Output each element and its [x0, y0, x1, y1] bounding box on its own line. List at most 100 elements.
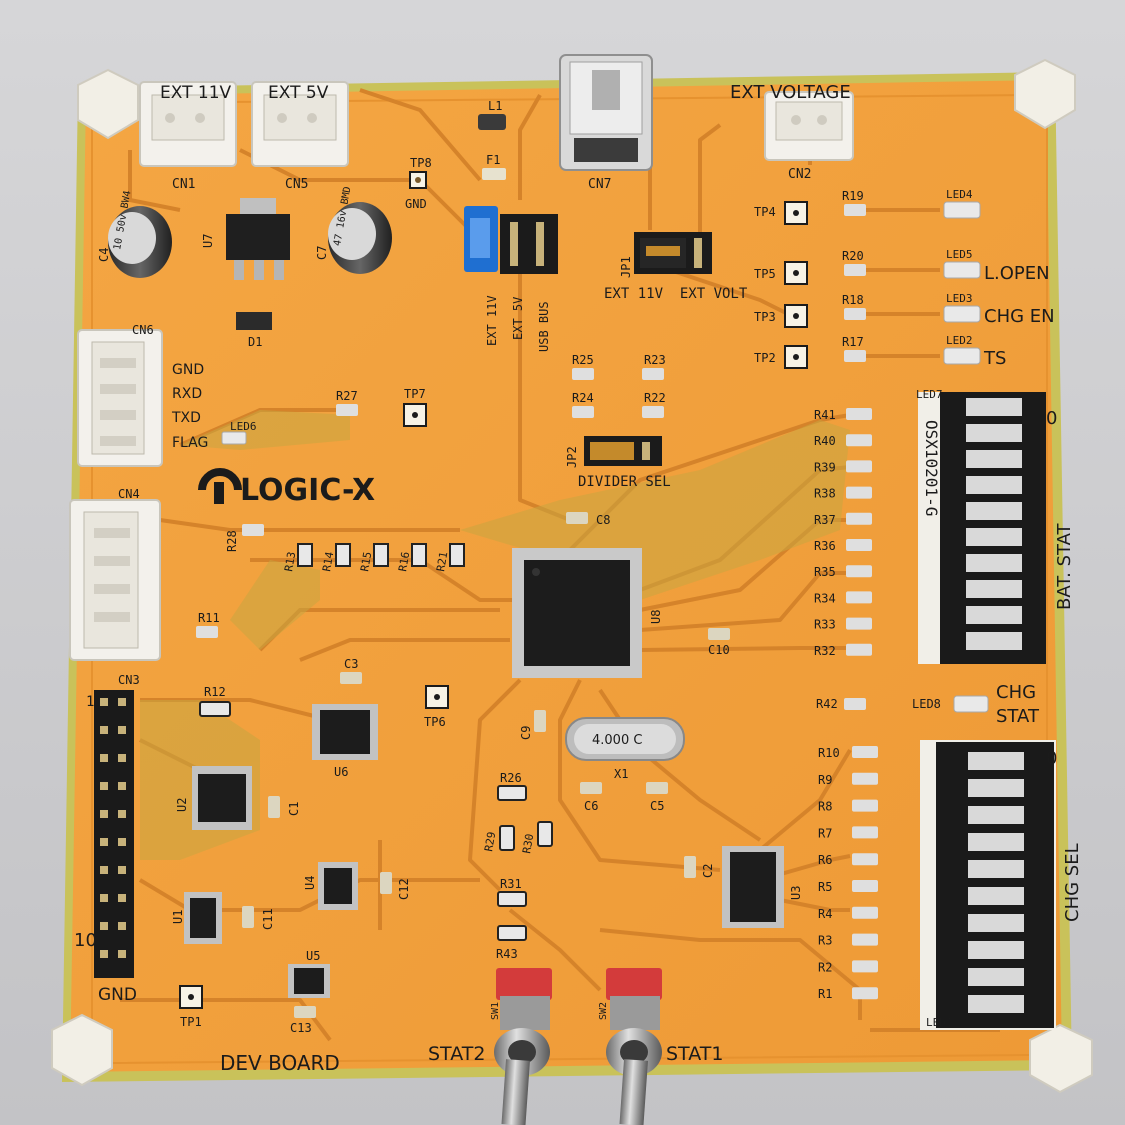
bargraph-bottom-segment	[968, 860, 1024, 878]
bargraph-bottom-resistor-label: R2	[818, 960, 832, 974]
bargraph-top-resistor	[846, 565, 872, 578]
toggle-switch-sw1[interactable]	[494, 968, 552, 1125]
bargraph-top-resistor-label: R37	[814, 513, 836, 527]
bargraph-top-resistor	[846, 591, 872, 604]
bargraph-top-resistor-label: R39	[814, 460, 836, 474]
cn1-label: CN1	[172, 177, 195, 192]
c1-label: C1	[287, 802, 301, 816]
inductor-l1	[478, 114, 506, 130]
r22-label: R22	[644, 391, 666, 405]
c3-label: C3	[344, 657, 358, 671]
toggle-switch-sw2[interactable]	[606, 968, 662, 1125]
resistor-r28	[242, 524, 264, 536]
connector-cn5[interactable]	[251, 81, 349, 167]
c8-label: C8	[596, 513, 610, 527]
ext11v-vertical: EXT 11V	[485, 295, 499, 346]
led6-label: LED6	[230, 420, 257, 433]
logo-text: LOGIC-X	[240, 473, 375, 508]
bargraph-top-segment	[966, 632, 1022, 650]
bargraph-bottom-resistor-label: R9	[818, 773, 832, 787]
r31-label: R31	[500, 877, 522, 891]
cn3-pin1-label: 1	[86, 694, 94, 710]
usbbus-vertical: USB BUS	[537, 301, 551, 352]
ic-u3	[722, 846, 784, 928]
connector-cn6[interactable]	[77, 329, 163, 467]
jumper-jp2[interactable]	[584, 436, 662, 466]
led2-label: LED2	[946, 334, 973, 347]
capacitor-c2	[684, 856, 696, 878]
chg-stat-label-1: CHG	[996, 682, 1036, 703]
bargraph-top-segment	[966, 450, 1022, 468]
diode-d1	[236, 312, 272, 330]
standoffs	[51, 58, 1093, 1094]
ext5v-vertical: EXT 5V	[511, 297, 525, 340]
bargraph-bottom-resistor	[852, 987, 878, 1000]
jumper-jp1[interactable]	[634, 232, 712, 274]
bargraph-top-resistor-label: R33	[814, 618, 836, 632]
r26-label: R26	[500, 771, 522, 785]
bargraph-top-resistor-label: R41	[814, 408, 836, 422]
resistor-r12	[199, 701, 231, 717]
bargraph-top-resistor-label: R36	[814, 539, 836, 553]
pin-header-cn3[interactable]	[94, 690, 134, 978]
u8-label: U8	[649, 610, 663, 624]
sw1-label: SW1	[490, 1002, 501, 1020]
c4-label: C4	[97, 248, 111, 262]
u3-label: U3	[789, 886, 803, 900]
bargraph-bottom-resistor-label: R10	[818, 746, 840, 760]
capacitor-c13	[294, 1006, 316, 1018]
r11-label: R11	[198, 611, 220, 625]
crystal-x1: 4.000 C	[565, 717, 685, 761]
chg-stat-label-2: STAT	[996, 706, 1040, 727]
ic-u5	[288, 964, 330, 998]
c13-label: C13	[290, 1021, 312, 1035]
capacitor-c7: 47 16v BMD	[328, 186, 392, 274]
l1-label: L1	[488, 99, 502, 113]
bargraph-bottom-resistor	[852, 826, 878, 839]
crystal-marking: 4.000 C	[592, 733, 642, 748]
r42-label: R42	[816, 697, 838, 711]
bargraph-top-resistor	[846, 512, 872, 525]
bargraph-bottom-segment	[968, 833, 1024, 851]
bargraph-led1	[920, 740, 1056, 1030]
bargraph-bottom-resistor-label: R7	[818, 826, 832, 840]
bargraph-top-resistor-label: R38	[814, 487, 836, 501]
connector-cn2[interactable]	[764, 91, 854, 161]
cn2-title: EXT VOLTAGE	[730, 82, 851, 103]
bat-stat-zero: 0	[1046, 408, 1057, 429]
jp1-label: JP1	[619, 256, 633, 278]
r30-label: R30	[520, 833, 536, 855]
c11-label: C11	[261, 908, 275, 930]
tp7-label: TP7	[404, 387, 426, 401]
power-select-header[interactable]	[464, 206, 558, 274]
r14-label: R14	[320, 550, 336, 572]
resistor-r31	[497, 891, 527, 907]
bargraph-top-segment	[966, 424, 1022, 442]
cn6-gnd: GND	[172, 362, 204, 378]
cn4-label: CN4	[118, 487, 140, 501]
capacitor-c11	[242, 906, 254, 928]
tp3-label: TP3	[754, 310, 776, 324]
c5-label: C5	[650, 799, 664, 813]
fuse-f1	[482, 168, 506, 180]
connector-cn4[interactable]	[69, 499, 161, 661]
resistor-r26	[497, 785, 527, 801]
sw2-label: SW2	[598, 1002, 609, 1020]
connector-cn1[interactable]	[139, 81, 237, 167]
ic-u2	[192, 766, 252, 830]
ic-u1	[184, 892, 222, 944]
bargraph-bottom-resistor	[852, 933, 878, 946]
bargraph-bottom-segment	[968, 995, 1024, 1013]
c7-label: C7	[315, 246, 329, 260]
tp6-label: TP6	[424, 715, 446, 729]
resistor-r30	[537, 821, 553, 847]
bargraph-top-resistor-label: R32	[814, 644, 836, 658]
connector-cn7-usb[interactable]	[559, 54, 653, 171]
led8-label: LED8	[912, 697, 941, 711]
regulator-u7	[226, 198, 290, 280]
r17-label: R17	[842, 335, 864, 349]
r20-label: R20	[842, 249, 864, 263]
ic-u6	[312, 704, 378, 760]
